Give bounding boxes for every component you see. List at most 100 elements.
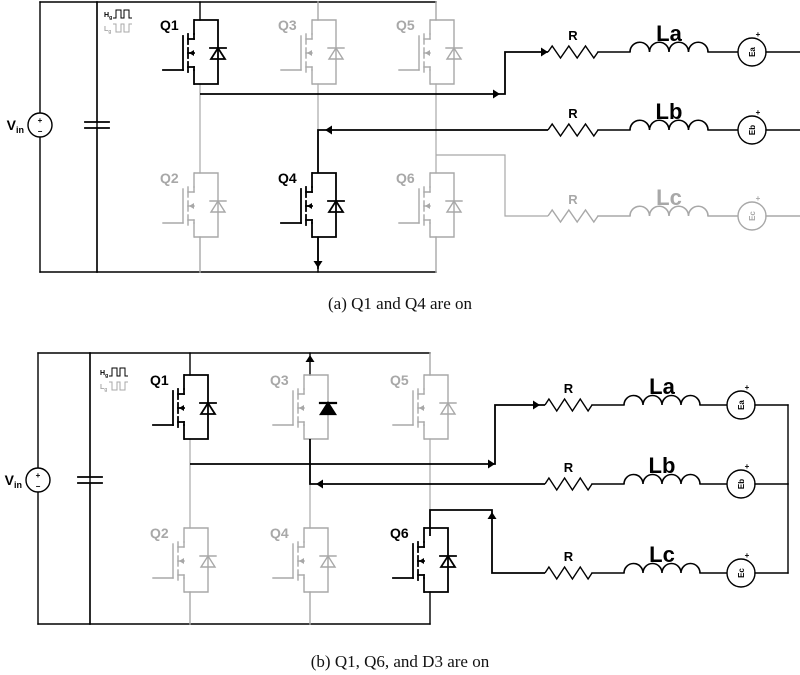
switch-label: Q4 bbox=[270, 525, 289, 541]
diode-triangle bbox=[327, 46, 345, 60]
current-arrow bbox=[316, 479, 323, 489]
current-path-b bbox=[317, 129, 548, 173]
resistor-zigzag bbox=[544, 397, 593, 413]
gate-high-waveform bbox=[109, 367, 128, 377]
resistor-zigzag bbox=[547, 44, 599, 60]
switch-label: Q2 bbox=[160, 170, 179, 186]
body-arrow bbox=[299, 405, 304, 411]
diode-triangle bbox=[327, 199, 345, 213]
gate-low-waveform bbox=[113, 23, 132, 33]
inductor-lb: Lb bbox=[623, 453, 701, 485]
dc-source: +−Vin bbox=[5, 352, 103, 625]
diode-triangle bbox=[209, 46, 227, 60]
body-arrow bbox=[179, 558, 184, 564]
inductor-la: La bbox=[623, 374, 701, 406]
switch-frame bbox=[194, 172, 219, 238]
switch-label: Q4 bbox=[278, 170, 297, 186]
caption-a: (a) Q1 and Q4 are on bbox=[328, 294, 472, 313]
emf-eb: Eb+ bbox=[726, 462, 756, 499]
current-path-a bbox=[190, 404, 545, 465]
resistor-label: R bbox=[568, 28, 578, 43]
diode-triangle bbox=[209, 199, 227, 213]
body-arrow bbox=[419, 405, 424, 411]
current-arrow bbox=[541, 47, 548, 57]
switch-frame bbox=[430, 19, 455, 85]
switch-q1: Q1 bbox=[150, 372, 217, 440]
current-path-b bbox=[309, 439, 545, 485]
inductor-label: Lb bbox=[649, 453, 676, 478]
diode-triangle bbox=[319, 554, 337, 568]
vin-minus: − bbox=[38, 127, 43, 136]
body-arrow bbox=[307, 50, 312, 56]
inductor-label: Lb bbox=[656, 99, 683, 124]
diode-triangle bbox=[199, 554, 217, 568]
caption-b: (b) Q1, Q6, and D3 are on bbox=[310, 652, 490, 671]
vin-plus: + bbox=[36, 471, 41, 480]
resistor-zigzag bbox=[547, 208, 599, 224]
inductor-coil bbox=[623, 473, 701, 485]
emf-plus: + bbox=[745, 383, 750, 392]
switch-q3: Q3 bbox=[270, 372, 338, 440]
switch-frame bbox=[194, 19, 219, 85]
diode-triangle bbox=[439, 401, 457, 415]
current-arrow bbox=[487, 512, 497, 519]
body-arrow bbox=[307, 203, 312, 209]
vin-label: Vin bbox=[5, 472, 22, 490]
current-arrow bbox=[488, 459, 495, 469]
emf-ec: Ec+ bbox=[737, 194, 767, 231]
inductor-label: La bbox=[656, 21, 682, 46]
gate-high-label: Hg bbox=[104, 12, 112, 21]
switch-q2: Q2 bbox=[160, 170, 227, 238]
switch-frame bbox=[184, 374, 209, 440]
switch-frame bbox=[424, 527, 449, 593]
phase-c-wire bbox=[436, 154, 548, 217]
vin-circle bbox=[25, 467, 51, 493]
emf-label: Ea bbox=[737, 400, 746, 410]
inductor-label: La bbox=[649, 374, 675, 399]
inductor-lc: Lc bbox=[629, 185, 709, 217]
current-path-c bbox=[429, 509, 545, 574]
switch-label: Q1 bbox=[160, 17, 179, 33]
resistor-1: R bbox=[544, 381, 593, 413]
resistor-label: R bbox=[568, 106, 578, 121]
switch-label: Q3 bbox=[278, 17, 297, 33]
emf-ec: Ec+ bbox=[726, 551, 756, 588]
body-arrow bbox=[425, 203, 430, 209]
resistor-label: R bbox=[564, 381, 574, 396]
resistor-label: R bbox=[564, 549, 574, 564]
inductor-lc: Lc bbox=[623, 542, 701, 574]
emf-plus: + bbox=[756, 30, 761, 39]
switch-label: Q5 bbox=[396, 17, 415, 33]
emf-plus: + bbox=[756, 108, 761, 117]
switch-q3: Q3 bbox=[278, 17, 345, 85]
switch-q6: Q6 bbox=[396, 170, 463, 238]
body-arrow bbox=[189, 203, 194, 209]
switch-label: Q6 bbox=[396, 170, 415, 186]
inductor-coil bbox=[629, 205, 709, 217]
body-arrow bbox=[189, 50, 194, 56]
switch-label: Q6 bbox=[390, 525, 409, 541]
diode-triangle bbox=[439, 554, 457, 568]
resistor-label: R bbox=[564, 460, 574, 475]
resistor-1: R bbox=[547, 28, 599, 60]
diode-triangle bbox=[318, 400, 338, 416]
switch-frame bbox=[304, 527, 329, 593]
vin-circle bbox=[27, 112, 53, 138]
vin-label: Vin bbox=[7, 117, 24, 135]
body-arrow bbox=[425, 50, 430, 56]
switch-frame bbox=[424, 374, 449, 440]
current-arrow bbox=[305, 355, 315, 362]
gate-low-label: Lg bbox=[104, 26, 111, 35]
switch-q4: Q4 bbox=[278, 170, 345, 238]
switch-q6: Q6 bbox=[390, 525, 457, 593]
gate-low-label: Lg bbox=[100, 384, 107, 393]
gate-low-waveform bbox=[109, 381, 128, 391]
switch-q1: Q1 bbox=[160, 17, 227, 85]
diode-triangle bbox=[445, 46, 463, 60]
dc-source: +−Vin bbox=[7, 1, 110, 273]
body-arrow bbox=[419, 558, 424, 564]
